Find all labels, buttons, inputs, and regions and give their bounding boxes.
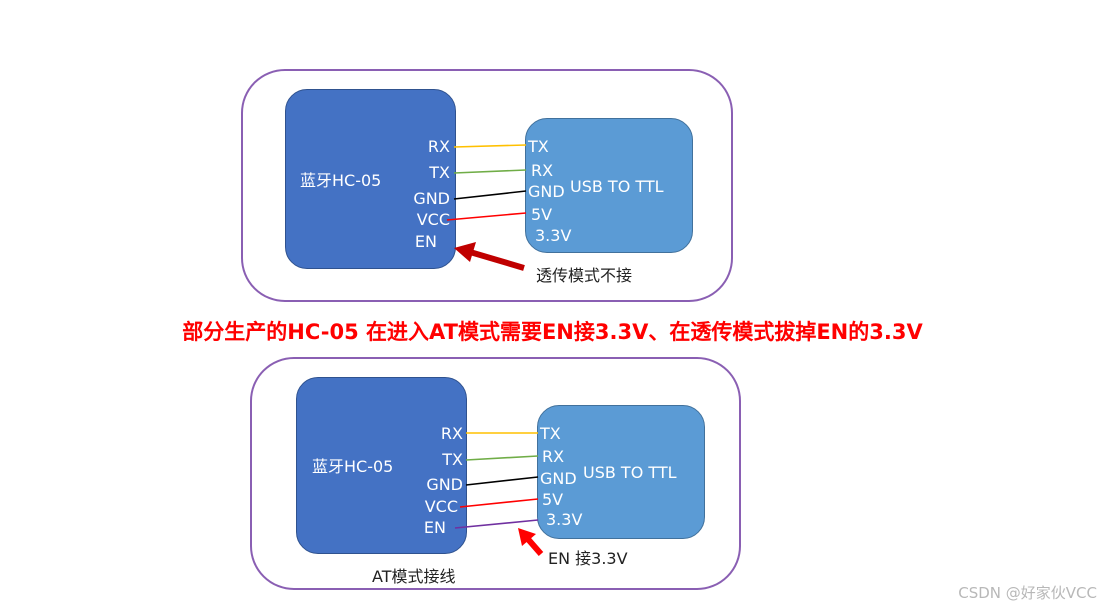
top-usb-pin-tx: TX	[528, 137, 549, 156]
top-annotation: 透传模式不接	[536, 266, 633, 285]
top-usb-pin-5v: 5V	[531, 205, 553, 224]
top-usb-pin-rx: RX	[531, 161, 554, 180]
bottom-wire-en	[454, 519, 539, 529]
bottom-wire-tx-rx	[465, 455, 539, 461]
top-hc-pin-gnd: GND	[413, 189, 450, 208]
bottom-usb-pin-gnd: GND	[540, 469, 577, 488]
bottom-usb-pin-3v3: 3.3V	[546, 510, 583, 529]
bottom-wire-vcc	[459, 498, 539, 508]
top-wire-rx-tx	[453, 144, 527, 148]
top-arrow-head	[454, 242, 476, 262]
bottom-arrow-head	[518, 528, 536, 546]
bottom-usb-ttl-module	[537, 405, 705, 539]
top-usb-ttl-label: USB TO TTL	[570, 177, 664, 196]
bottom-hc05-module	[296, 377, 467, 554]
bottom-hc-pin-gnd: GND	[426, 475, 463, 494]
bottom-hc-pin-rx: RX	[440, 424, 463, 443]
bottom-hc05-label: 蓝牙HC-05	[312, 457, 394, 476]
top-usb-pin-3v3: 3.3V	[535, 226, 572, 245]
headline-note: 部分生产的HC-05 在进入AT模式需要EN接3.3V、在透传模式拔掉EN的3.…	[182, 320, 923, 344]
bottom-usb-pin-rx: RX	[542, 447, 565, 466]
bottom-arrow-shaft	[524, 536, 544, 556]
bottom-usb-pin-5v: 5V	[542, 490, 564, 509]
top-wire-tx-rx	[453, 169, 527, 174]
top-usb-ttl-module	[525, 118, 693, 253]
top-wire-vcc	[446, 212, 527, 221]
bottom-annotation: EN 接3.3V	[548, 549, 628, 568]
top-hc-pin-vcc: VCC	[416, 210, 450, 229]
bottom-wire-gnd	[465, 476, 539, 486]
top-usb-pin-gnd: GND	[528, 182, 565, 201]
top-hc-pin-en: EN	[414, 232, 437, 251]
top-arrow-shaft	[469, 249, 525, 271]
bottom-hc-pin-tx: TX	[442, 450, 463, 469]
bottom-usb-pin-tx: TX	[540, 424, 561, 443]
top-hc-pin-rx: RX	[427, 137, 450, 156]
bottom-hc-pin-en: EN	[423, 518, 446, 537]
top-hc05-label: 蓝牙HC-05	[300, 171, 382, 190]
top-wire-gnd	[453, 190, 527, 200]
top-hc-pin-tx: TX	[429, 163, 450, 182]
bottom-caption: AT模式接线	[372, 567, 456, 586]
bottom-hc-pin-vcc: VCC	[424, 497, 458, 516]
bottom-usb-ttl-label: USB TO TTL	[583, 463, 677, 482]
watermark: CSDN @好家伙VCC	[958, 584, 1097, 602]
top-hc05-module	[285, 89, 456, 269]
